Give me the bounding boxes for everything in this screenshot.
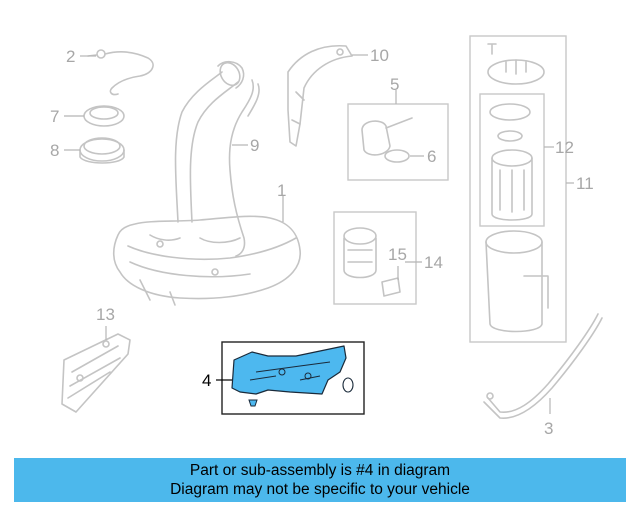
callout-1: 1 bbox=[277, 181, 286, 200]
callout-7: 7 bbox=[50, 107, 59, 126]
part-4-frame bbox=[221, 341, 365, 415]
banner-line-1: Part or sub-assembly is #4 in diagram bbox=[189, 462, 451, 479]
part-4-highlight-shape[interactable] bbox=[231, 345, 347, 395]
callout-11: 11 bbox=[576, 174, 594, 193]
info-banner: Part or sub-assembly is #4 in diagram Di… bbox=[14, 458, 626, 502]
part-2-cable[interactable] bbox=[80, 49, 154, 96]
part-9-vent-line[interactable] bbox=[228, 79, 260, 257]
callout-13: 13 bbox=[96, 305, 115, 324]
part-1-fuel-tank[interactable] bbox=[112, 59, 301, 306]
callout-4: 4 bbox=[202, 371, 211, 390]
part-8-seal[interactable] bbox=[64, 137, 125, 164]
callout-9: 9 bbox=[250, 136, 259, 155]
banner-line-2: Diagram may not be specific to your vehi… bbox=[170, 481, 470, 498]
part-4-box[interactable] bbox=[216, 341, 365, 415]
callout-12: 12 bbox=[555, 138, 574, 157]
callout-10: 10 bbox=[370, 46, 389, 65]
part-5-6-box[interactable] bbox=[347, 90, 449, 181]
part-13-bracket[interactable] bbox=[61, 326, 131, 413]
part-3-strap[interactable] bbox=[483, 313, 603, 419]
part-10-heat-shield[interactable] bbox=[287, 44, 368, 147]
callout-14: 14 bbox=[424, 253, 443, 272]
callout-8: 8 bbox=[50, 141, 59, 160]
part-7-lock-ring[interactable] bbox=[64, 105, 125, 127]
callout-3: 3 bbox=[544, 419, 553, 438]
callout-5: 5 bbox=[390, 75, 399, 94]
callout-2: 2 bbox=[66, 47, 75, 66]
callout-15: 15 bbox=[388, 245, 407, 264]
part-14-15-box[interactable] bbox=[333, 211, 422, 305]
callout-6: 6 bbox=[427, 147, 436, 166]
part-11-12-box[interactable] bbox=[469, 35, 574, 343]
